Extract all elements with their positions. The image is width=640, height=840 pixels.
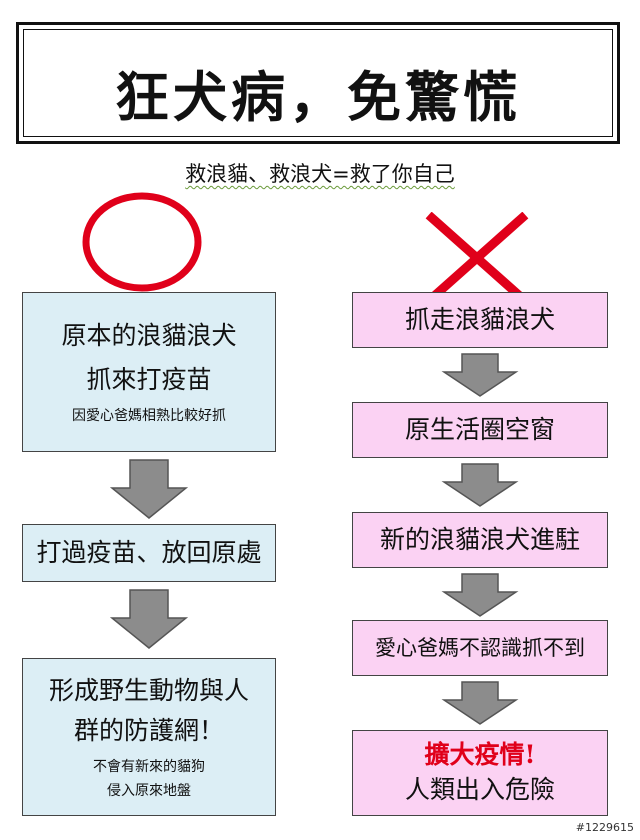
right-step-4: 愛心爸媽不認識抓不到 bbox=[352, 620, 608, 676]
title-banner: 狂犬病，免驚慌 bbox=[16, 22, 620, 144]
right-step-5-line1: 擴大疫情! bbox=[424, 740, 536, 769]
cross-mark-icon bbox=[425, 212, 529, 304]
right-step-5: 擴大疫情! 人類出入危險 bbox=[352, 730, 608, 816]
right-step-2: 原生活圈空窗 bbox=[352, 402, 608, 458]
left-step-2: 打過疫苗、放回原處 bbox=[22, 524, 276, 582]
down-arrow-icon bbox=[441, 681, 519, 725]
left-step-3-note1: 不會有新來的貓狗 bbox=[93, 759, 205, 775]
down-arrow-icon bbox=[441, 573, 519, 617]
left-step-1-line2: 抓來打疫苗 bbox=[86, 365, 212, 394]
right-step-1-text: 抓走浪貓浪犬 bbox=[404, 305, 555, 334]
left-step-2-text: 打過疫苗、放回原處 bbox=[36, 538, 262, 567]
subtitle: 救浪貓、救浪犬=救了你自己 bbox=[185, 162, 455, 186]
down-arrow-icon bbox=[109, 459, 189, 519]
right-step-2-text: 原生活圈空窗 bbox=[404, 415, 555, 444]
left-step-3-line2: 群的防護網！ bbox=[73, 716, 224, 745]
right-step-1: 抓走浪貓浪犬 bbox=[352, 292, 608, 348]
left-step-1: 原本的浪貓浪犬 抓來打疫苗 因愛心爸媽相熟比較好抓 bbox=[22, 292, 276, 452]
down-arrow-icon bbox=[109, 589, 189, 649]
circle-mark-icon bbox=[82, 192, 202, 292]
left-step-1-note: 因愛心爸媽相熟比較好抓 bbox=[72, 408, 226, 424]
image-id-label: #1229615 bbox=[575, 821, 634, 834]
right-step-5-line2: 人類出入危險 bbox=[404, 775, 555, 804]
down-arrow-icon bbox=[441, 463, 519, 507]
right-step-3: 新的浪貓浪犬進駐 bbox=[352, 512, 608, 568]
page-title: 狂犬病，免驚慌 bbox=[115, 66, 521, 129]
right-step-3-text: 新的浪貓浪犬進駐 bbox=[379, 525, 580, 554]
left-step-1-line1: 原本的浪貓浪犬 bbox=[61, 321, 237, 350]
right-step-4-text: 愛心爸媽不認識抓不到 bbox=[375, 636, 585, 660]
left-step-3-line1: 形成野生動物與人 bbox=[48, 676, 249, 705]
left-step-3: 形成野生動物與人 群的防護網！ 不會有新來的貓狗 侵入原來地盤 bbox=[22, 658, 276, 816]
down-arrow-icon bbox=[441, 353, 519, 397]
left-step-3-note2: 侵入原來地盤 bbox=[107, 783, 191, 799]
